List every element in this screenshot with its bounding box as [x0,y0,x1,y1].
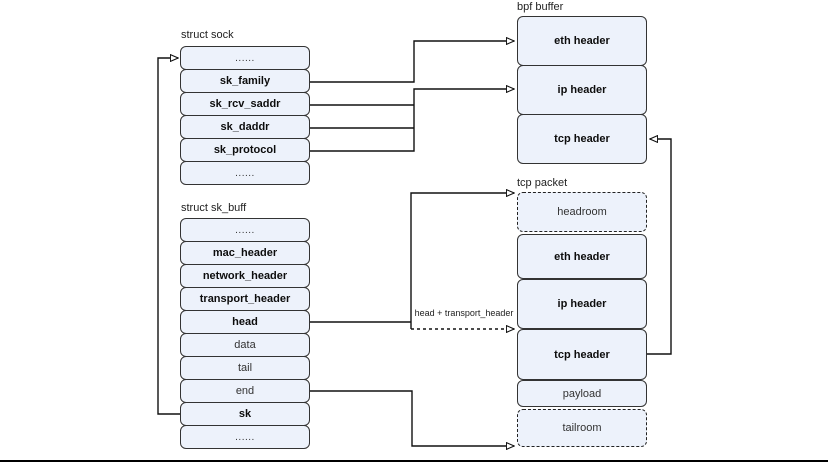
struct-row: tcp header [517,114,647,164]
struct-row: transport_header [180,287,310,311]
wire-skprotocol-to-ip-header [310,89,514,152]
tcp-packet-box: headroom eth header ip header tcp header… [517,192,647,447]
struct-row: ip header [517,279,647,329]
wire-skfamily-to-eth-header [310,41,514,83]
struct-sock-box: ...... sk_family sk_rcv_saddr sk_daddr s… [180,46,310,185]
struct-row: ip header [517,65,647,115]
struct-row: data [180,333,310,357]
struct-row: sk [180,402,310,426]
struct-sk-buff-box: ...... mac_header network_header transpo… [180,218,310,449]
struct-sock-title: struct sock [181,29,234,41]
struct-sk-buff-title: struct sk_buff [181,202,247,214]
struct-row: eth header [517,234,647,279]
struct-row: ...... [180,425,310,449]
struct-row: ...... [180,161,310,185]
struct-row: sk_family [180,69,310,93]
head-transport-wire-label: head + transport_header [414,308,514,318]
struct-row: tcp header [517,329,647,380]
struct-row: eth header [517,16,647,66]
struct-row: end [180,379,310,403]
struct-row: mac_header [180,241,310,265]
struct-row: tail [180,356,310,380]
wire-sk-to-struct-sock [157,58,180,415]
struct-row: ...... [180,46,310,70]
bpf-buffer-box: eth header ip header tcp header [517,16,647,164]
struct-row: tailroom [517,409,647,447]
struct-row: sk_rcv_saddr [180,92,310,116]
wire-tcppacket-to-bpf-tcp-header [647,139,672,355]
struct-row: payload [517,380,647,407]
wire-head-to-headroom [410,193,514,329]
struct-row: sk_protocol [180,138,310,162]
struct-row: head [180,310,310,334]
wire-end-to-tailroom [310,390,514,446]
struct-row: network_header [180,264,310,288]
struct-row: ...... [180,218,310,242]
bpf-buffer-title: bpf buffer [517,1,564,13]
window-bottom-border [0,460,828,462]
struct-row: headroom [517,192,647,232]
tcp-packet-title: tcp packet [517,177,568,189]
struct-row: sk_daddr [180,115,310,139]
